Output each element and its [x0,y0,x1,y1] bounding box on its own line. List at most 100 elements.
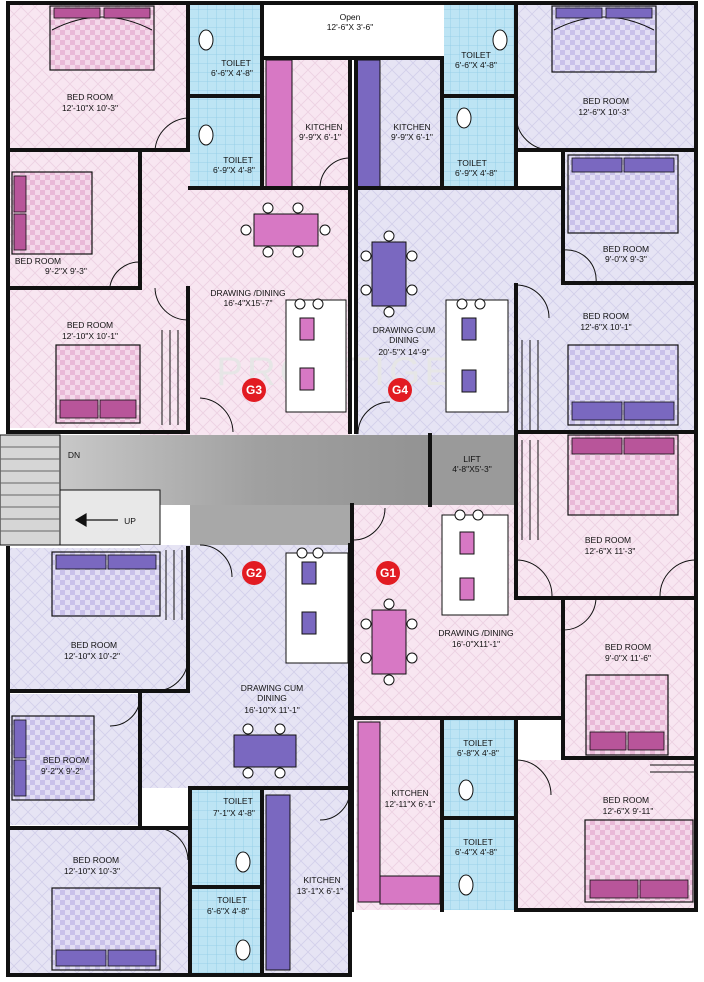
bed-icon [567,154,679,234]
bed-icon [11,715,95,801]
g2-toilet-1-size: 7'-1"X 4'-8" [213,808,255,818]
g1-toilet-1-size: 6'-8"X 4'-8" [457,748,499,758]
svg-text:G4: G4 [392,383,408,397]
kitchen-counter [379,875,441,905]
g2-bedroom-2-size: 9'-2"X 9'-2" [41,766,83,776]
svg-text:G3: G3 [246,383,262,397]
svg-text:G2: G2 [246,566,262,580]
g3-kitchen-size: 9'-9"X 6'-1" [299,132,341,142]
g4-drawing-size: 20'-5"X 14'-9" [378,347,429,357]
open-area-size: 12'-6"X 3'-6" [327,22,374,32]
g4-bedroom-3-size: 12'-6"X 10'-1" [580,322,631,332]
flat-marker-g2: G2 [242,561,266,585]
g4-toilet-1 [444,3,516,96]
lift-label: LIFT [463,454,480,464]
sofa-set-icon [285,547,349,664]
g4-kitchen-name: KITCHEN [393,122,430,132]
sofa-set-icon [285,298,347,413]
wc-icon [458,779,474,801]
g2-drawing-size: 16'-10"X 11'-1" [244,705,299,715]
staircase [0,434,161,546]
stair-down-label: DN [68,450,80,460]
bed-icon [11,171,93,255]
g1-bedroom-2-name: BED ROOM [605,642,651,652]
g4-bedroom-3-name: BED ROOM [583,311,629,321]
up-arrow-icon [74,512,118,528]
svg-text:G1: G1 [380,566,396,580]
bed-icon [51,551,161,617]
g4-toilet-1-size: 6'-6"X 4'-8" [455,60,497,70]
wc-icon [458,874,474,896]
bed-icon [55,344,141,424]
g1-toilet-1-name: TOILET [463,738,493,748]
g3-bedroom-2-name: BED ROOM [15,256,61,266]
corridor-neck [190,505,350,545]
flat-marker-g1: G1 [376,561,400,585]
g2-bedroom-1-size: 12'-10"X 10'-2" [64,651,120,661]
g3-toilet-2-name: TOILET [223,155,253,165]
lift-size: 4'-8"X5'-3" [452,464,492,474]
g3-kitchen-name: KITCHEN [305,122,342,132]
g3-toilet-1-name: TOILET [221,58,251,68]
g1-kitchen-size: 12'-11"X 6'-1" [385,799,436,809]
g1-drawing-size: 16'-0"X11'-1" [452,639,500,649]
g1-toilet-1 [444,720,516,818]
g2-bedroom-1-name: BED ROOM [71,640,117,650]
sofa-set-icon [445,298,509,413]
g4-toilet-2-size: 6'-9"X 4'-8" [455,168,497,178]
g4-bedroom-1-size: 12'-6"X 10'-3" [578,107,629,117]
g4-bedroom-2-name: BED ROOM [603,244,649,254]
flat-marker-g3: G3 [242,378,266,402]
wc-icon [198,29,214,51]
g4-toilet-2 [444,98,516,188]
dining-table-icon [360,230,418,318]
g4-bedroom-1-name: BED ROOM [583,96,629,106]
g2-toilet-2 [190,889,262,975]
wc-icon [235,939,251,961]
g3-bedroom-3-size: 12'-10"X 10'-1" [62,331,118,341]
open-area [264,3,442,58]
g4-drawing-line2: DINING [389,335,419,345]
stair-up-label: UP [124,516,136,526]
open-area-label: Open [340,12,361,22]
kitchen-counter [265,59,293,189]
g1-bedroom-1-name: BED ROOM [585,535,631,545]
g1-kitchen-name: KITCHEN [391,788,428,798]
lift-shaft [430,435,516,505]
g1-toilet-2-size: 6'-4"X 4'-8" [455,847,497,857]
g1-bedroom-1-size: 12'-6"X 11'-3" [585,546,636,556]
g2-toilet-1-name: TOILET [223,796,253,806]
g3-toilet-1-size: 6'-6"X 4'-8" [211,68,253,78]
bed-icon [49,5,155,71]
g3-toilet-1 [190,3,262,96]
g3-drawing-name: DRAWING /DINING [210,288,285,298]
g1-bedroom-2-size: 9'-0"X 11'-6" [605,653,651,663]
g2-toilet-2-name: TOILET [217,895,247,905]
dining-table-icon [240,202,331,258]
g3-toilet-2-size: 6'-9"X 4'-8" [213,165,255,175]
wc-icon [235,851,251,873]
g1-bedroom-3-name: BED ROOM [603,795,649,805]
dining-table-icon [360,598,418,686]
g4-toilet-2-name: TOILET [457,158,487,168]
dining-table-icon [233,723,297,779]
g2-drawing-line2: DINING [257,693,287,703]
g4-kitchen-size: 9'-9"X 6'-1" [391,132,433,142]
g2-bedroom-3-name: BED ROOM [73,855,119,865]
g2-bedroom-3-size: 12'-10"X 10'-3" [64,866,120,876]
g1-drawing-name: DRAWING /DINING [438,628,513,638]
bed-icon [584,819,694,903]
door-swings [109,117,697,861]
g3-bedroom-1-name: BED ROOM [67,92,113,102]
g4-drawing-line1: DRAWING CUM [373,325,435,335]
g2-toilet-1 [190,790,262,887]
window-grills [161,330,696,773]
bed-icon [551,5,657,73]
g4-bedroom-2-size: 9'-0"X 9'-3" [605,254,647,264]
wc-icon [492,29,508,51]
sofa-set-icon [441,509,509,616]
g3-bedroom-3-name: BED ROOM [67,320,113,330]
g1-toilet-2-name: TOILET [463,837,493,847]
bed-icon [585,674,669,756]
